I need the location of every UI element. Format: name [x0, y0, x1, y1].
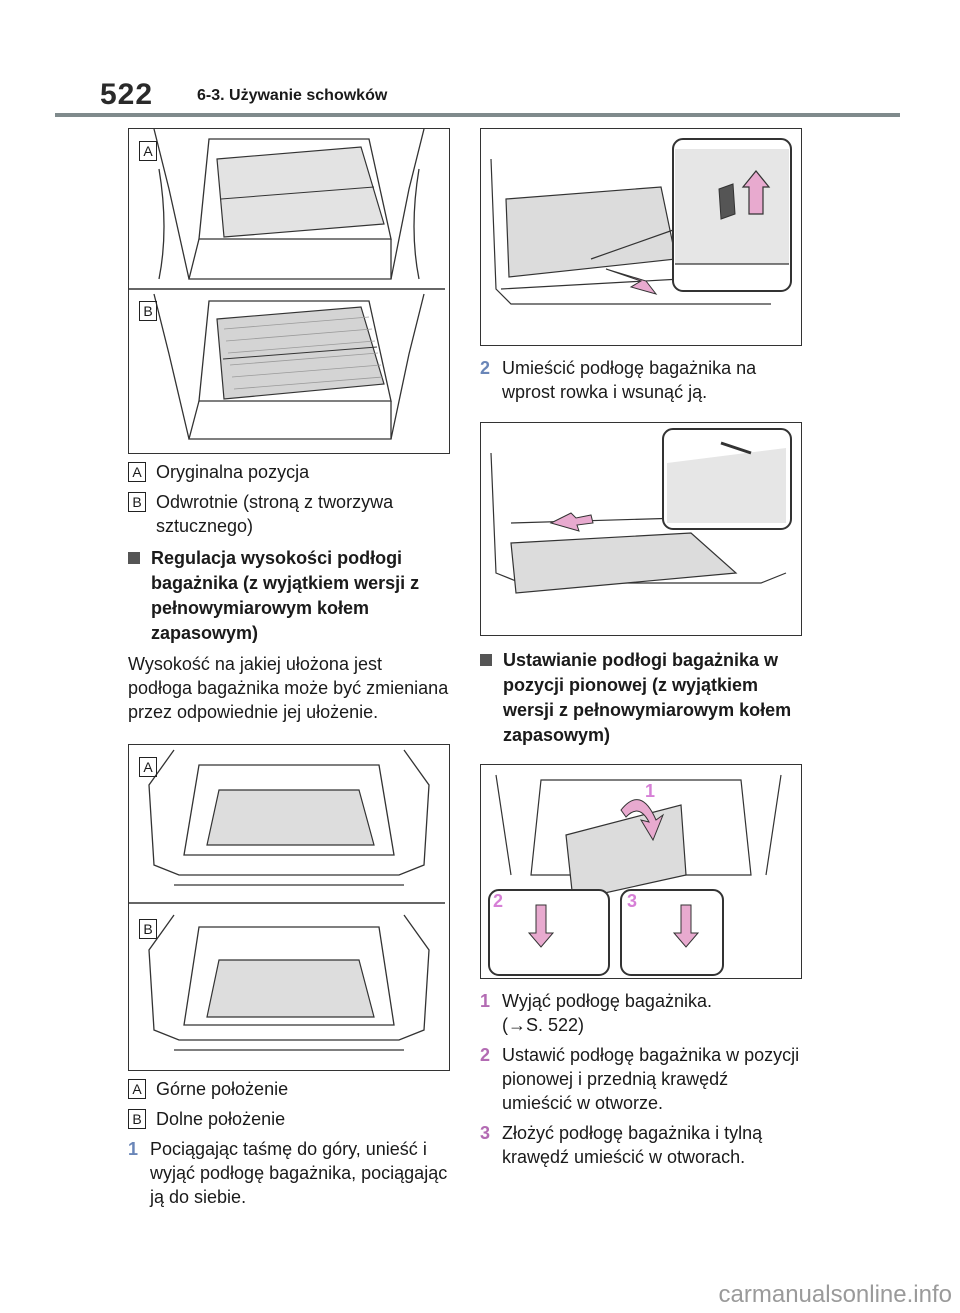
- figure-floor-height: A B: [128, 744, 450, 1071]
- figure-label-a: A: [139, 141, 157, 161]
- legend-letter: A: [128, 462, 146, 482]
- header-rule: [55, 113, 900, 117]
- step-number: 2: [480, 358, 491, 378]
- figure-floor-orientation: A B: [128, 128, 450, 454]
- step-item: 3 Złożyć podłogę bagażnika i tylną krawę…: [480, 1121, 802, 1169]
- figure-label-b: B: [139, 301, 157, 321]
- legend-item: B Odwrotnie (stroną z tworzywa sztuczneg…: [128, 490, 450, 538]
- step-item: 1 Wyjąć podłogę bagażnika. (→S. 522): [480, 989, 802, 1037]
- step-text: Umieścić podłogę bagażnika na wprost row…: [502, 358, 757, 402]
- step-item: 2 Umieścić podłogę bagażnika na wprost r…: [480, 356, 802, 404]
- paragraph: Wysokość na jakiej ułożona jest podłoga …: [128, 654, 449, 722]
- legend-item: A Górne położenie: [128, 1077, 450, 1101]
- callout-1: 1: [645, 781, 656, 801]
- legend-letter: B: [128, 492, 146, 512]
- legend-letter: B: [128, 1109, 146, 1129]
- trunk-illustration-remove: [490, 138, 792, 305]
- step-number: 3: [480, 1123, 491, 1143]
- figure-label-b: B: [139, 919, 157, 939]
- step-item: 2 Ustawić podłogę bagażnika w pozycji pi…: [480, 1043, 802, 1115]
- subheading-floor-height: Regulacja wysokości podłogi bagażnika (z…: [128, 546, 450, 646]
- page-number: 522: [100, 78, 154, 111]
- legend-item: B Dolne położenie: [128, 1107, 450, 1131]
- figure-label-a: A: [139, 757, 157, 777]
- step-item: 1 Pociągając taśmę do góry, unieść i wyj…: [128, 1137, 450, 1209]
- legend-letter: A: [128, 1079, 146, 1099]
- section-title: 6-3. Używanie schowków: [197, 87, 388, 104]
- legend-item: A Oryginalna pozycja: [128, 460, 450, 484]
- callout-2: 2: [493, 891, 504, 911]
- legend-text: Dolne położenie: [156, 1109, 286, 1129]
- watermark: carmanualsonline.info: [718, 1281, 952, 1308]
- trunk-illustration-ab: [129, 129, 445, 440]
- page-reference: (→S. 522): [502, 1015, 585, 1035]
- right-column: 2 Umieścić podłogę bagażnika na wprost r…: [480, 128, 802, 1169]
- figure-vertical-floor: 1 2 3: [480, 764, 802, 979]
- legend-text: Oryginalna pozycja: [156, 462, 310, 482]
- step-text: Pociągając taśmę do góry, unieść i wyjąć…: [150, 1139, 448, 1207]
- subheading-vertical-floor: Ustawianie podłogi bagażnika w pozycji p…: [480, 648, 802, 748]
- callout-3: 3: [627, 891, 638, 911]
- trunk-illustration-height: [129, 749, 445, 1051]
- trunk-illustration-vertical: [488, 774, 782, 976]
- step-text: Wyjąć podłogę bagażnika.: [502, 991, 712, 1011]
- figure-remove-floor: [480, 128, 802, 346]
- legend-text: Górne położenie: [156, 1079, 289, 1099]
- step-text: Ustawić podłogę bagażnika w pozycji pion…: [502, 1045, 800, 1113]
- left-column: A B A Oryginalna pozycja B Odwrotnie (st…: [128, 128, 450, 1209]
- bullet-square-icon: [480, 654, 492, 666]
- step-number: 2: [480, 1045, 491, 1065]
- figure-insert-floor: [480, 422, 802, 636]
- step-number: 1: [480, 991, 491, 1011]
- step-number: 1: [128, 1139, 139, 1159]
- legend-text: Odwrotnie (stroną z tworzywa sztucznego): [156, 492, 394, 536]
- step-text: Złożyć podłogę bagażnika i tylną krawędź…: [502, 1123, 763, 1167]
- trunk-illustration-insert: [490, 428, 792, 594]
- bullet-square-icon: [128, 552, 140, 564]
